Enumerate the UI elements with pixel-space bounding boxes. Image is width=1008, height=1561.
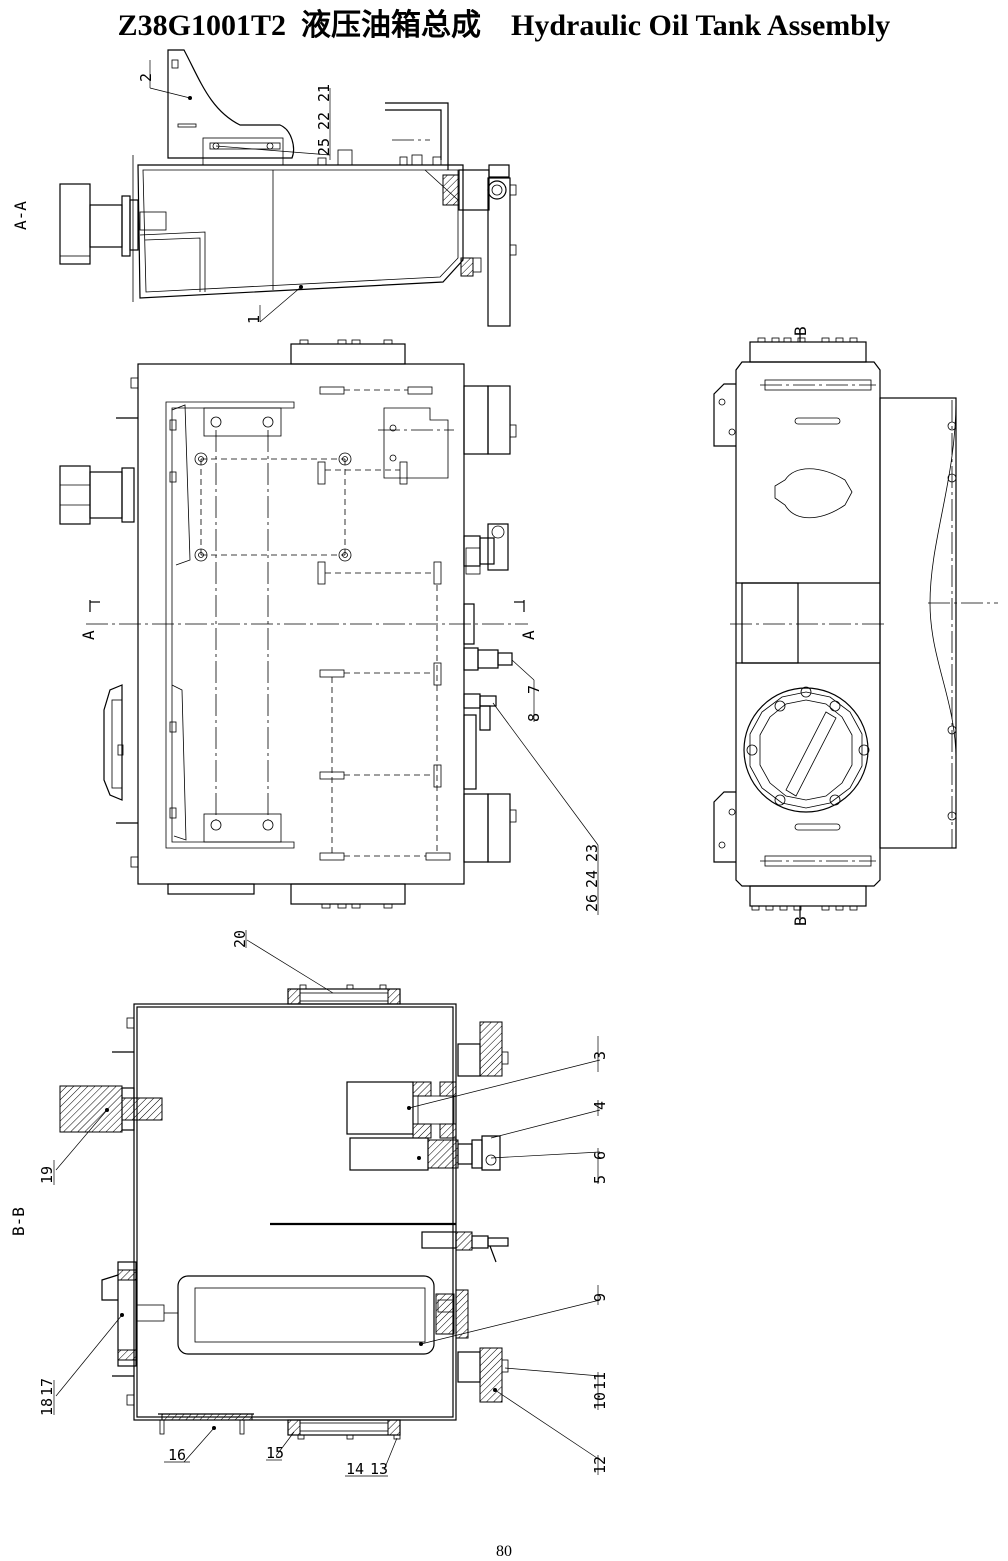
section-view-bb (53, 930, 601, 1477)
section-label-a-right: A (519, 630, 538, 640)
part-label: 5 (591, 1175, 609, 1184)
part-label: 23 (583, 844, 601, 862)
section-label-a-left: A (79, 630, 98, 640)
part-label: 7 (525, 685, 543, 694)
part-label: 17 (38, 1378, 56, 1396)
section-label-aa: A-A (11, 201, 30, 230)
part-label: 21 (315, 84, 333, 102)
section-label-bb: B-B (9, 1207, 28, 1236)
plan-view (59, 339, 599, 915)
section-label-b-top: B (791, 326, 810, 336)
part-label: 2 (137, 73, 155, 82)
part-label: 8 (525, 713, 543, 722)
part-label: 16 (168, 1446, 186, 1464)
part-label: 13 (370, 1460, 388, 1478)
part-label: 3 (591, 1051, 609, 1060)
part-label: 9 (591, 1293, 609, 1302)
part-label: 19 (38, 1166, 56, 1184)
part-label: 22 (315, 112, 333, 130)
part-label: 15 (266, 1444, 284, 1462)
section-view-aa (59, 49, 517, 327)
section-label-b-bottom: B (791, 916, 810, 926)
part-label: 24 (583, 870, 601, 888)
part-label: 4 (591, 1101, 609, 1110)
part-label: 20 (231, 930, 249, 948)
part-label: 11 (591, 1372, 609, 1390)
part-label: 25 (315, 138, 333, 156)
end-view (713, 330, 998, 918)
part-label: 12 (591, 1456, 609, 1474)
page-number: 80 (496, 1543, 512, 1560)
part-label: 1 (245, 315, 263, 324)
part-label: 18 (38, 1398, 56, 1416)
page-title: Z38G1001T2 液压油箱总成 Hydraulic Oil Tank Ass… (117, 9, 891, 42)
part-label: 6 (591, 1151, 609, 1160)
part-label: 14 (346, 1460, 364, 1478)
round-cover (743, 686, 870, 813)
part-label: 10 (591, 1392, 609, 1410)
part-label: 26 (583, 894, 601, 912)
